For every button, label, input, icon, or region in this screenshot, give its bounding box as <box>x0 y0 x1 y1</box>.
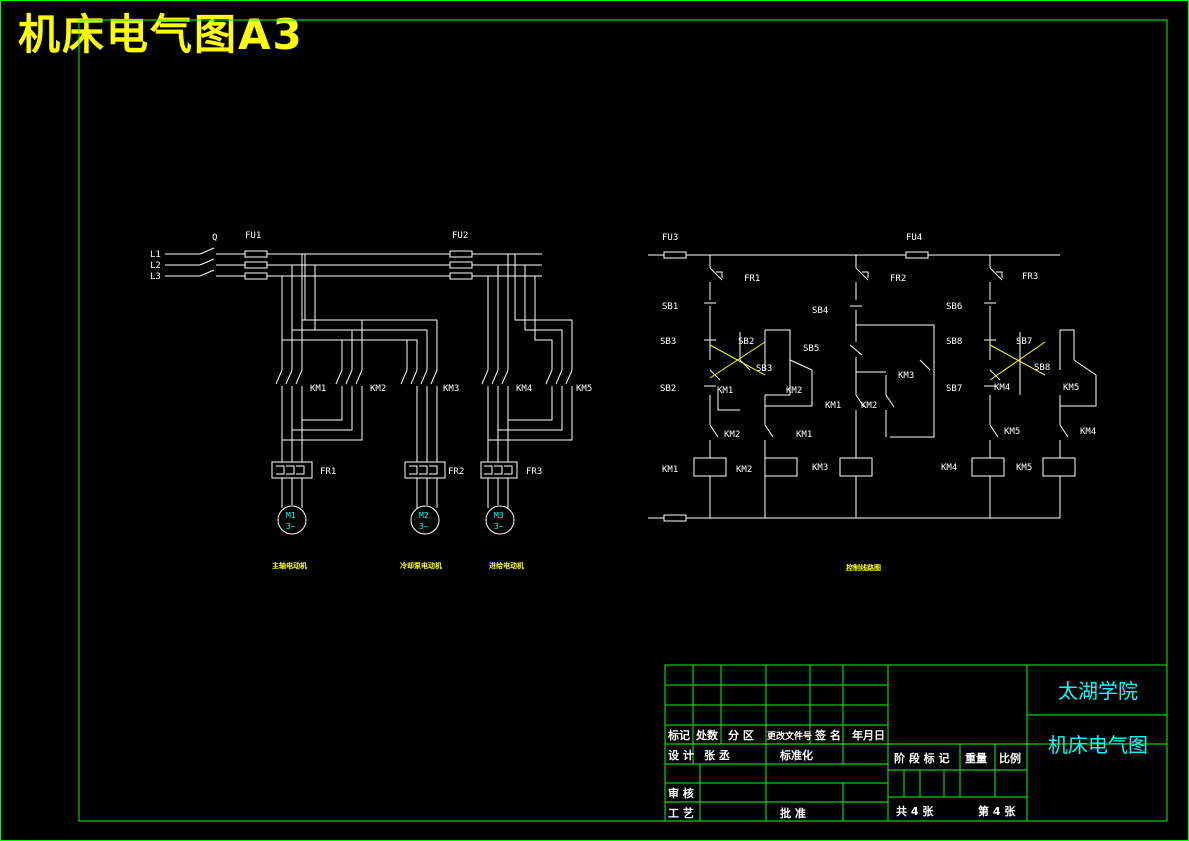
line-label-l2: L2 <box>150 261 161 271</box>
inner-frame <box>78 19 1168 822</box>
tb-header-zone: 分 区 <box>728 728 754 742</box>
motor-m1-phase: 3~ <box>286 522 296 531</box>
aux-km3-label: KM3 <box>898 371 914 381</box>
control-circuit-caption: 控制线路图 <box>846 563 881 572</box>
overload-label-fr2: FR2 <box>448 467 464 477</box>
tb-standard-label: 标准化 <box>779 748 813 762</box>
tb-header-mark: 标记 <box>667 728 690 742</box>
aux-km1-label: KM1 <box>717 386 733 396</box>
interlock-km2-col2: KM2 <box>861 401 877 411</box>
main-circuit: L1 L2 L3 Q FU1 FU2 KM1 KM2 FR1 <box>150 231 592 570</box>
motor-m3-symbol <box>485 505 515 535</box>
motor-m1-name: M1 <box>286 511 296 520</box>
title-block: 标记 处数 分 区 更改文件号 签 名 年月日 设 计 张 丞 标准化 审 核 … <box>664 664 1168 822</box>
coil-km3 <box>839 457 873 477</box>
coil-label-km2: KM2 <box>736 465 752 475</box>
fuse-label-fu2: FU2 <box>452 231 468 241</box>
switch-label-q: Q <box>212 233 217 243</box>
interlock-km4-label: KM4 <box>1080 427 1096 437</box>
aux-km4-label: KM4 <box>994 383 1010 393</box>
button-label-sb6: SB6 <box>946 302 962 312</box>
tb-process-label: 工 艺 <box>668 806 694 820</box>
coil-label-km5: KM5 <box>1016 463 1032 473</box>
interlock-km2-label: KM2 <box>724 430 740 440</box>
line-label-l3: L3 <box>150 272 161 282</box>
tb-header-change-doc: 更改文件号 <box>767 730 812 742</box>
contactor-label-km1: KM1 <box>310 384 326 394</box>
aux-km5-label: KM5 <box>1063 383 1079 393</box>
motor-m2-name: M2 <box>419 511 429 520</box>
line-label-l1: L1 <box>150 250 161 260</box>
button-label-sb5: SB5 <box>803 344 819 354</box>
tb-header-sign: 签 名 <box>814 728 841 742</box>
button-label-sb2-right: SB2 <box>738 337 754 347</box>
tb-weight-label: 重量 <box>965 751 987 765</box>
motor-m2-caption: 冷却泵电动机 <box>400 561 442 570</box>
contactor-label-km3: KM3 <box>443 384 459 394</box>
overload-label-fr1: FR1 <box>320 467 336 477</box>
tb-approve-label: 批 准 <box>780 806 806 820</box>
interlock-km5-label: KM5 <box>1004 427 1020 437</box>
motor-m2-symbol <box>410 505 440 535</box>
coil-km4 <box>971 457 1005 477</box>
contactor-label-km5: KM5 <box>576 384 592 394</box>
button-label-sb7: SB7 <box>946 384 962 394</box>
coil-label-km4: KM4 <box>941 463 957 473</box>
tb-stage-label: 阶 段 标 记 <box>894 751 950 765</box>
control-overload-fr2: FR2 <box>890 274 906 284</box>
contactor-label-km4: KM4 <box>516 384 532 394</box>
tb-scale-label: 比例 <box>999 751 1021 765</box>
coil-label-km3: KM3 <box>812 463 828 473</box>
coil-km1 <box>693 457 727 477</box>
coil-km2 <box>764 457 798 477</box>
tb-review-label: 审 核 <box>668 786 694 800</box>
tb-header-count: 处数 <box>695 728 719 742</box>
motor-m2-phase: 3~ <box>419 522 429 531</box>
tb-school-name: 太湖学院 <box>1058 679 1138 703</box>
aux-km2-label: KM2 <box>786 386 802 396</box>
tb-design-label: 设 计 <box>668 748 694 762</box>
button-label-sb3-right: SB3 <box>756 364 772 374</box>
tb-drawing-title: 机床电气图 <box>1048 733 1148 757</box>
interlock-km1-label: KM1 <box>796 430 812 440</box>
button-label-sb3: SB3 <box>660 337 676 347</box>
fuse-label-fu4: FU4 <box>906 233 922 243</box>
motor-m3-name: M3 <box>494 511 504 520</box>
button-label-sb2: SB2 <box>660 384 676 394</box>
button-label-sb4: SB4 <box>812 306 828 316</box>
motor-m1-symbol <box>277 505 307 535</box>
button-label-sb8: SB8 <box>946 337 962 347</box>
contactor-label-km2: KM2 <box>370 384 386 394</box>
overload-label-fr3: FR3 <box>526 467 542 477</box>
control-overload-fr3: FR3 <box>1022 272 1038 282</box>
motor-m3-phase: 3~ <box>494 522 504 531</box>
tb-header-date: 年月日 <box>852 728 885 742</box>
motor-m1-caption: 主轴电动机 <box>272 561 307 570</box>
control-overload-fr1: FR1 <box>744 274 760 284</box>
interlock-km1-col2: KM1 <box>825 401 841 411</box>
button-label-sb8-right: SB8 <box>1034 363 1050 373</box>
button-label-sb7-right: SB7 <box>1016 337 1032 347</box>
tb-total-sheets: 共 4 张 <box>896 804 934 818</box>
fuse-label-fu3: FU3 <box>662 233 678 243</box>
tb-sheet-number: 第 4 张 <box>978 804 1016 818</box>
motor-m3-caption: 进给电动机 <box>489 561 524 570</box>
control-circuit: FU3 FU4 FR1 SB1 SB3 SB2 SB2 SB3 KM1 KM2 … <box>648 233 1097 572</box>
fuse-label-fu1: FU1 <box>245 231 261 241</box>
coil-label-km1: KM1 <box>662 465 678 475</box>
button-label-sb1: SB1 <box>662 302 678 312</box>
coil-km5 <box>1042 457 1076 477</box>
tb-designer: 张 丞 <box>704 748 730 762</box>
